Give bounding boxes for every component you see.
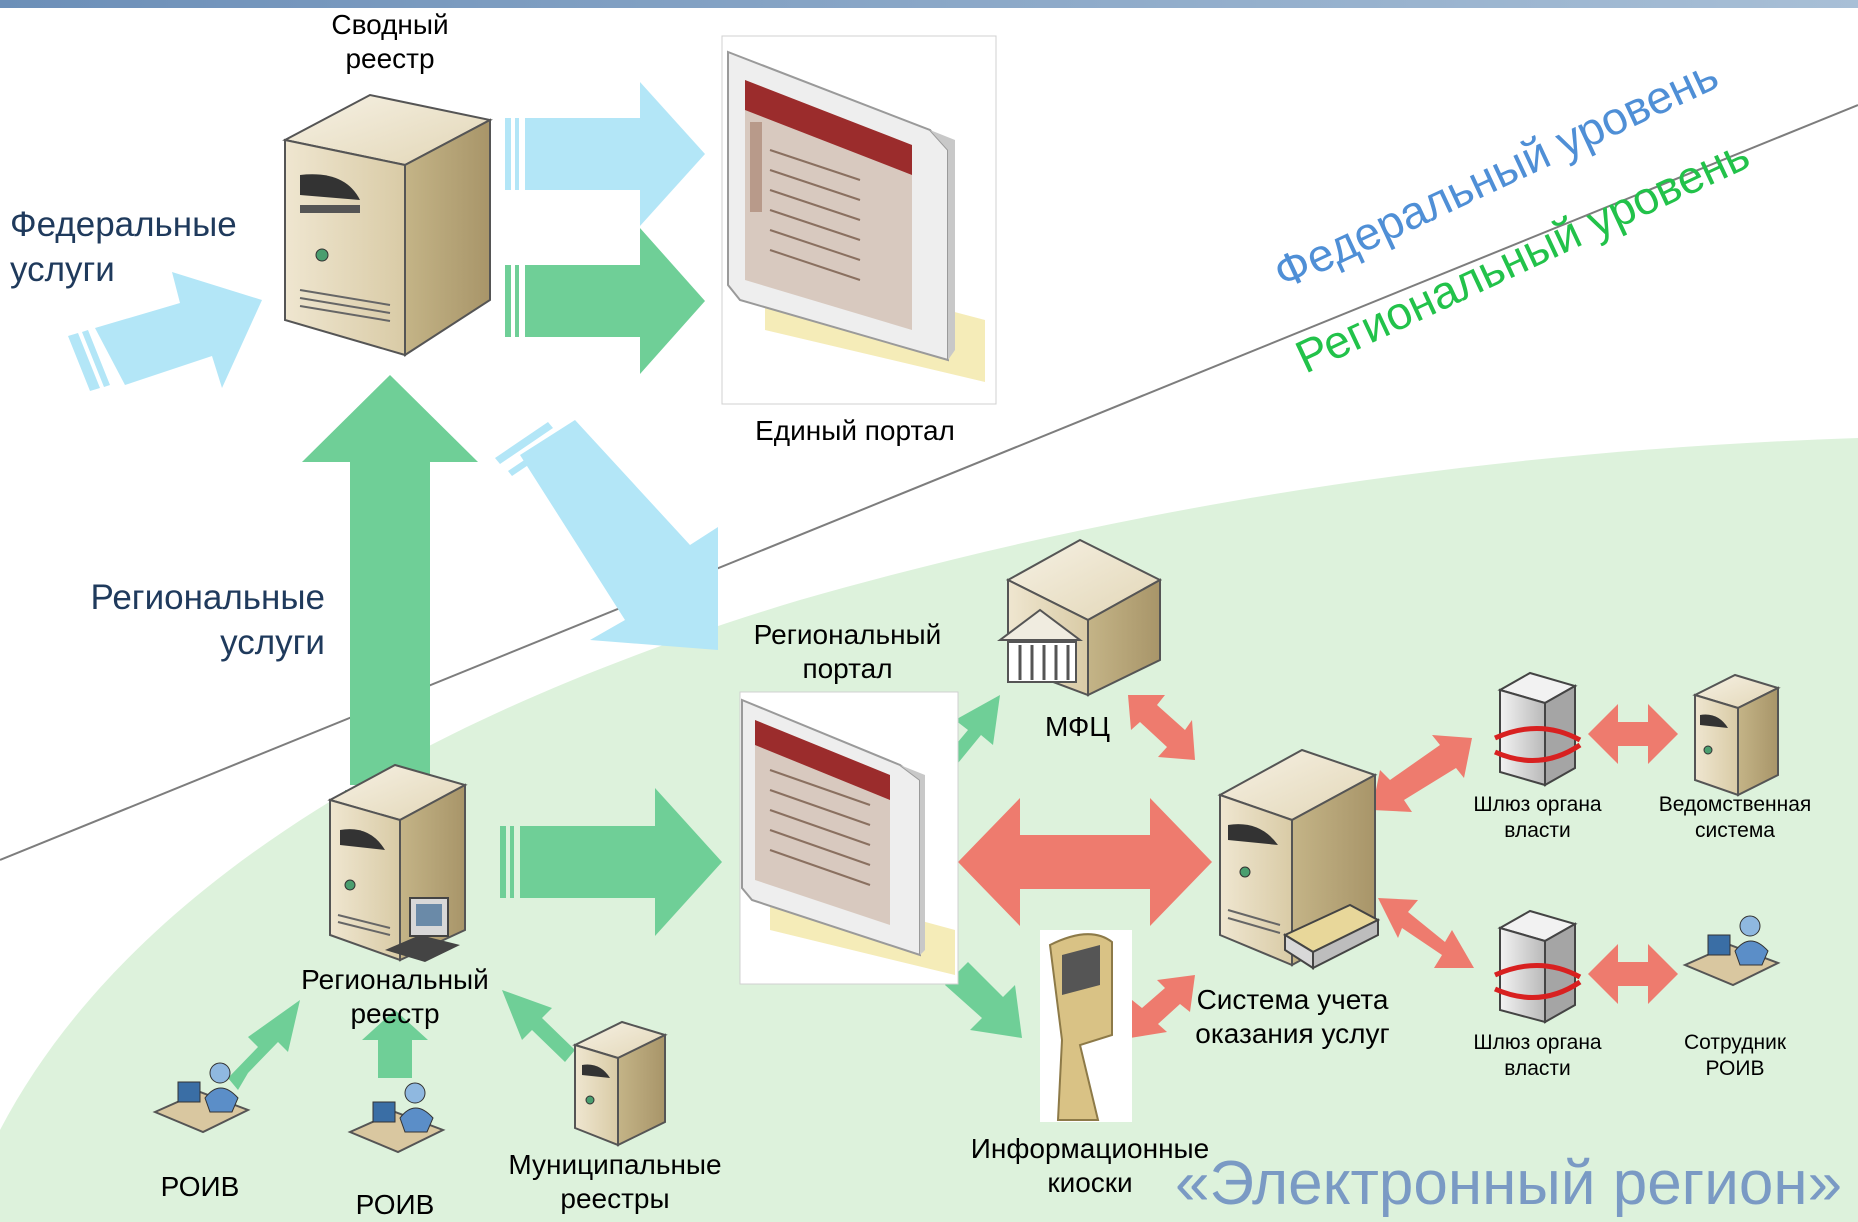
arrow-system-gateway2-double [1378, 898, 1474, 968]
arrow-portal-system-double [958, 798, 1212, 926]
arrow-gateway1-dept-double [1588, 704, 1678, 764]
regional-portal-label: Региональный портал [753, 619, 942, 684]
federal-services-arrow [68, 272, 262, 391]
regional-portal-monitor-icon [739, 691, 959, 985]
dept-system-server-icon [1692, 673, 1781, 797]
system-printer-icon [1282, 903, 1381, 970]
regional-services-label: Региональные услуги [90, 578, 325, 662]
arrow-regional-to-svodny [302, 375, 478, 804]
gateway2-label: Шлюз органа власти [1473, 1031, 1602, 1080]
information-kiosks-label: Информационные киоски [970, 1133, 1210, 1198]
arrow-svodny-to-portal-blue [505, 82, 705, 226]
roiv1-label: РОИВ [160, 1171, 240, 1202]
municipal-server-icon [572, 1020, 668, 1147]
gateway1-label: Шлюз органа власти [1473, 793, 1602, 842]
dept-system-label: Ведомственная система [1658, 793, 1812, 842]
roiv2-workstation-icon [347, 1082, 446, 1154]
top-strip [0, 0, 1858, 8]
gateway1-icon [1493, 671, 1582, 787]
roiv1-workstation-icon [152, 1062, 251, 1134]
municipal-registries-label: Муниципальные реестры [508, 1149, 722, 1214]
regional-reestr-label: Региональный реестр [301, 964, 489, 1029]
arrow-roiv1-to-reestr [228, 1000, 300, 1090]
regional-reestr-pc-icon [385, 897, 460, 962]
federal-services-label: Федеральные услуги [10, 205, 237, 289]
roiv2-label: РОИВ [355, 1189, 435, 1220]
mfc-label: МФЦ [1044, 711, 1110, 742]
information-kiosk-icon [1040, 930, 1132, 1122]
service-accounting-system-label: Система учета оказания услуг [1195, 984, 1390, 1049]
arrow-svodny-to-regional-portal [495, 420, 718, 650]
arrow-system-gateway1-double [1372, 735, 1472, 812]
arrow-roiv2-to-reestr [362, 1010, 428, 1078]
arrow-kiosk-system-double [1130, 975, 1195, 1038]
gateway2-icon [1493, 909, 1582, 1024]
level-divider-line [0, 104, 1858, 861]
arrow-svodny-to-portal-green [505, 228, 705, 374]
arrow-mfc-system-double [1128, 695, 1195, 760]
regional-reestr-server-icon [327, 763, 468, 962]
unified-portal-label: Единый портал [755, 415, 955, 446]
arrow-portal-to-kiosks [945, 962, 1022, 1038]
employee-label: Сотрудник РОИВ [1683, 1031, 1787, 1080]
arrow-gateway2-employee-double [1588, 944, 1678, 1004]
mfc-building-icon [997, 538, 1163, 697]
employee-workstation-icon [1682, 915, 1781, 987]
arrow-municipal-to-reestr [502, 990, 575, 1062]
arrow-reestr-to-regional-portal [500, 788, 722, 936]
svodny-server-icon [282, 93, 493, 357]
unified-portal-monitor-icon [721, 35, 997, 405]
system-server-icon [1217, 748, 1381, 970]
electronic-region-title: «Электронный регион» [1175, 1149, 1843, 1218]
svodny-reestr-label: Сводный реестр [331, 9, 449, 74]
